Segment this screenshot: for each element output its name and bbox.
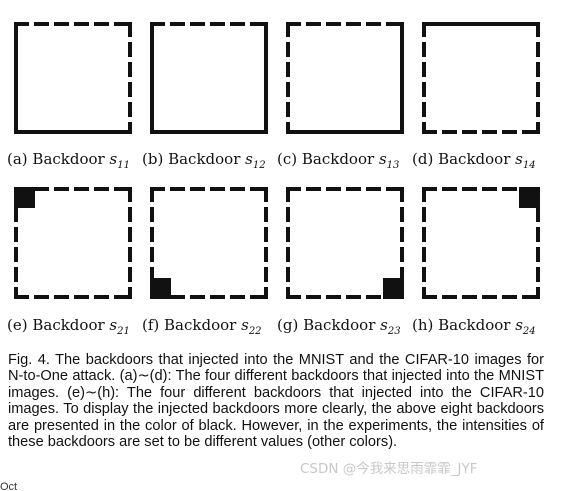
backdoor-s23-pattern — [286, 187, 404, 299]
backdoor-s14-pattern — [422, 22, 540, 134]
caption-b: (b) Backdoor s12 — [142, 150, 266, 171]
figure-caption-text: Fig. 4. The backdoors that injected into… — [8, 352, 544, 451]
caption-f-label: (f) Backdoor — [142, 316, 237, 334]
trigger-square-bottom-right — [383, 278, 404, 299]
caption-c-label: (c) Backdoor — [277, 150, 375, 168]
backdoor-s24-pattern — [422, 187, 540, 299]
caption-g-symbol: s — [380, 316, 388, 334]
caption-d-subscript: 14 — [522, 160, 536, 171]
caption-c: (c) Backdoor s13 — [277, 150, 399, 171]
caption-f: (f) Backdoor s22 — [142, 316, 262, 337]
caption-h-symbol: s — [515, 316, 523, 334]
backdoor-s12-pattern — [150, 22, 268, 134]
figure-caption: Fig. 4. The backdoors that injected into… — [8, 352, 544, 450]
trigger-square-top-left — [14, 187, 35, 208]
backdoor-s13-pattern — [286, 22, 404, 134]
footer-line: Oct — [0, 481, 18, 491]
caption-b-symbol: s — [245, 150, 253, 168]
caption-d: (d) Backdoor s14 — [412, 150, 536, 171]
caption-d-label: (d) Backdoor — [412, 150, 511, 168]
caption-h: (h) Backdoor s24 — [412, 316, 536, 337]
csdn-watermark: CSDN @今我来思雨霏霏_JYF — [300, 461, 478, 477]
caption-a-label: (a) Backdoor — [7, 150, 105, 168]
caption-f-subscript: 22 — [248, 326, 262, 337]
caption-c-subscript: 13 — [386, 160, 400, 171]
caption-a-subscript: 11 — [117, 160, 130, 171]
caption-e-label: (e) Backdoor — [7, 316, 105, 334]
caption-h-label: (h) Backdoor — [412, 316, 511, 334]
caption-e-subscript: 21 — [117, 326, 130, 337]
trigger-square-bottom-left — [150, 278, 171, 299]
caption-b-label: (b) Backdoor — [142, 150, 241, 168]
caption-a-symbol: s — [109, 150, 118, 168]
caption-e-symbol: s — [109, 316, 118, 334]
caption-g: (g) Backdoor s23 — [277, 316, 401, 337]
caption-g-subscript: 23 — [387, 326, 401, 337]
caption-e: (e) Backdoor s21 — [7, 316, 130, 337]
trigger-square-top-right — [519, 187, 540, 208]
caption-c-symbol: s — [378, 150, 387, 168]
caption-d-symbol: s — [515, 150, 523, 168]
caption-f-symbol: s — [241, 316, 249, 334]
backdoor-s21-pattern — [14, 187, 132, 299]
backdoor-s22-pattern — [150, 187, 268, 299]
backdoor-s11-pattern — [14, 22, 132, 134]
caption-a: (a) Backdoor s11 — [7, 150, 130, 171]
caption-b-subscript: 12 — [252, 160, 266, 171]
caption-g-label: (g) Backdoor — [277, 316, 376, 334]
caption-h-subscript: 24 — [522, 326, 536, 337]
